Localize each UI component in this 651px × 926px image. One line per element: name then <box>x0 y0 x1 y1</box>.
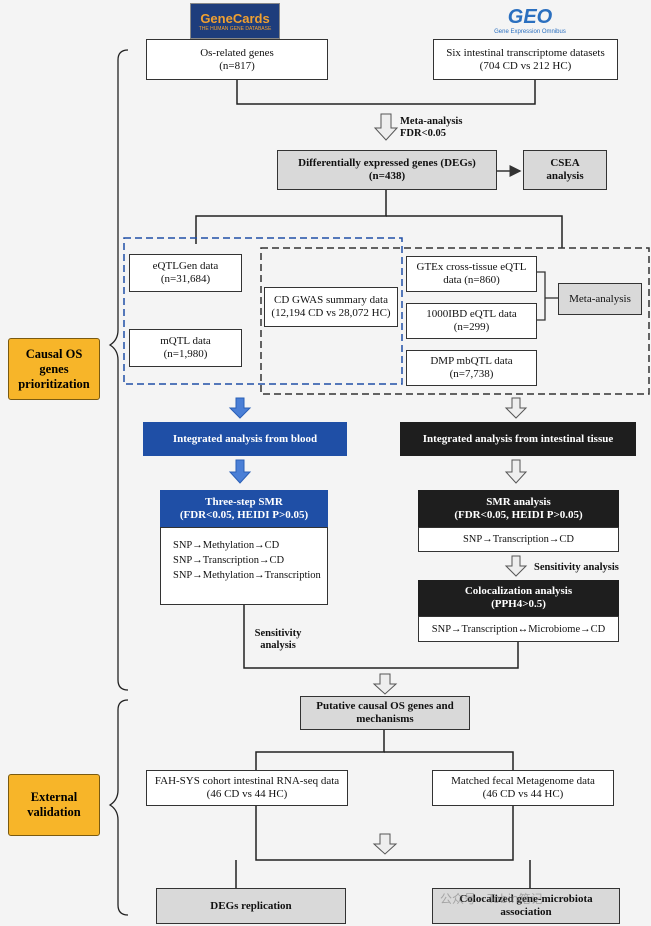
watermark-label: 公众号 · Tobin笔记 <box>440 892 543 906</box>
genecards-logo-subtext: THE HUMAN GENE DATABASE <box>198 25 272 32</box>
putative-line2: mechanisms <box>356 713 414 725</box>
dmp-count: (n=7,738) <box>449 368 494 380</box>
smr-criteria: (FDR<0.05, HEIDI P>0.05) <box>454 508 583 521</box>
meta-box-label: Meta-analysis <box>569 292 631 305</box>
colocalized-association-box: Colocalized gene-microbiota association <box>432 888 620 924</box>
mqtl-count: (n=1,980) <box>163 348 208 360</box>
gtex-count: data (n=860) <box>443 274 500 286</box>
sens-right-text: Sensitivity analysis <box>534 562 619 573</box>
os-genes-title: Os-related genes <box>200 46 274 59</box>
three-step-criteria: (FDR<0.05, HEIDI P>0.05) <box>179 508 309 521</box>
colocalization-list: SNP→Transcription↔Microbiome→CD <box>418 616 619 642</box>
sensitivity-analysis-left: Sensitivity analysis <box>240 628 316 652</box>
tissue-analysis-header: Integrated analysis from intestinal tiss… <box>400 422 636 456</box>
ibd1000-title: 1000IBD eQTL data <box>426 308 517 320</box>
fecal-count: (46 CD vs 44 HC) <box>482 788 564 800</box>
three-step-smr-list: SNP→Methylation→CD SNP→Transcription→CD … <box>160 527 328 605</box>
meta-label-line1: Meta-analysis <box>400 116 463 127</box>
external-line2: validation <box>27 805 81 819</box>
smr-analysis-list: SNP→Transcription→CD <box>418 527 619 552</box>
smr-title: SMR analysis <box>486 495 551 508</box>
sens-left-line1: Sensitivity <box>254 628 302 639</box>
csea-box: CSEA analysis <box>523 150 607 190</box>
degs-rep-text: DEGs replication <box>210 899 292 912</box>
dmp-title: DMP mbQTL data <box>430 355 513 367</box>
degs-count: (n=438) <box>368 170 406 182</box>
csea-line2: analysis <box>546 170 584 182</box>
eqtlgen-title: eQTLGen data <box>152 260 219 272</box>
causal-line2: genes <box>39 361 69 376</box>
fecal-metagenome-box: Matched fecal Metagenome data (46 CD vs … <box>432 770 614 806</box>
coloc-assoc-line2: association <box>500 906 552 918</box>
blood-header-text: Integrated analysis from blood <box>172 432 318 445</box>
causal-os-label: Causal OS genes prioritization <box>8 338 100 400</box>
mqtl-box: mQTL data (n=1,980) <box>129 329 242 367</box>
gwas-count: (12,194 CD vs 28,072 HC) <box>271 307 391 319</box>
smr-analysis-header: SMR analysis (FDR<0.05, HEIDI P>0.05) <box>418 490 619 527</box>
fah-sys-box: FAH-SYS cohort intestinal RNA-seq data (… <box>146 770 348 806</box>
fah-count: (46 CD vs 44 HC) <box>206 788 288 800</box>
three-step-item-3: SNP→Methylation→Transcription <box>173 570 321 581</box>
geo-logo: GEO Gene Expression Omnibus <box>490 3 570 37</box>
eqtlgen-box: eQTLGen data (n=31,684) <box>129 254 242 292</box>
coloc-criteria: (PPH4>0.5) <box>491 598 546 610</box>
degs-title: Differentially expressed genes (DEGs) <box>298 157 476 169</box>
meta-analysis-box: Meta-analysis <box>558 283 642 315</box>
genecards-logo-text: GeneCards <box>200 10 270 26</box>
geo-logo-subtext: Gene Expression Omnibus <box>494 28 566 35</box>
coloc-assoc-line1: Colocalized gene-microbiota <box>459 893 593 905</box>
causal-line3: prioritization <box>18 376 90 391</box>
smr-item: SNP→Transcription→CD <box>462 534 575 545</box>
coloc-title: Colocalization analysis <box>464 585 573 597</box>
os-genes-count: (n=817) <box>219 59 255 72</box>
os-related-genes-box: Os-related genes (n=817) <box>146 39 328 80</box>
colocalization-header: Colocalization analysis (PPH4>0.5) <box>418 580 619 616</box>
degs-box: Differentially expressed genes (DEGs) (n… <box>277 150 497 190</box>
meta-analysis-label: Meta-analysis FDR<0.05 <box>400 116 470 140</box>
degs-replication-box: DEGs replication <box>156 888 346 924</box>
causal-line1: Causal OS <box>25 346 83 361</box>
three-step-smr-header: Three-step SMR (FDR<0.05, HEIDI P>0.05) <box>160 490 328 527</box>
ibd1000-count: (n=299) <box>453 321 490 333</box>
geo-logo-text: GEO <box>507 5 553 28</box>
meta-label-line2: FDR<0.05 <box>400 128 446 139</box>
ibd1000-box: 1000IBD eQTL data (n=299) <box>406 303 537 339</box>
mqtl-title: mQTL data <box>160 335 211 347</box>
gwas-box: CD GWAS summary data (12,194 CD vs 28,07… <box>264 287 398 327</box>
putative-line1: Putative causal OS genes and <box>316 700 454 712</box>
sens-left-line2: analysis <box>260 640 296 651</box>
external-validation-label: External validation <box>8 774 100 836</box>
three-step-item-1: SNP→Methylation→CD <box>173 540 280 551</box>
watermark-text: 公众号 · Tobin笔记 <box>440 890 543 907</box>
tissue-header-text: Integrated analysis from intestinal tiss… <box>422 432 614 445</box>
dmp-box: DMP mbQTL data (n=7,738) <box>406 350 537 386</box>
sensitivity-analysis-right: Sensitivity analysis <box>534 562 644 574</box>
genecards-logo: GeneCards THE HUMAN GENE DATABASE <box>190 3 280 39</box>
eqtlgen-count: (n=31,684) <box>160 273 211 285</box>
fecal-title: Matched fecal Metagenome data <box>451 775 595 787</box>
coloc-item: SNP→Transcription↔Microbiome→CD <box>431 624 606 635</box>
fah-title: FAH-SYS cohort intestinal RNA-seq data <box>154 775 340 787</box>
external-line1: External <box>30 790 78 804</box>
three-step-item-2: SNP→Transcription→CD <box>173 555 285 566</box>
datasets-title: Six intestinal transcriptome datasets <box>446 46 605 59</box>
putative-genes-box: Putative causal OS genes and mechanisms <box>300 696 470 730</box>
datasets-count: (704 CD vs 212 HC) <box>479 59 572 72</box>
gtex-title: GTEx cross-tissue eQTL <box>416 261 527 273</box>
blood-analysis-header: Integrated analysis from blood <box>143 422 347 456</box>
gwas-title: CD GWAS summary data <box>274 294 388 306</box>
transcriptome-datasets-box: Six intestinal transcriptome datasets (7… <box>433 39 618 80</box>
three-step-title: Three-step SMR <box>205 495 283 508</box>
csea-line1: CSEA <box>550 157 580 169</box>
gtex-box: GTEx cross-tissue eQTL data (n=860) <box>406 256 537 292</box>
